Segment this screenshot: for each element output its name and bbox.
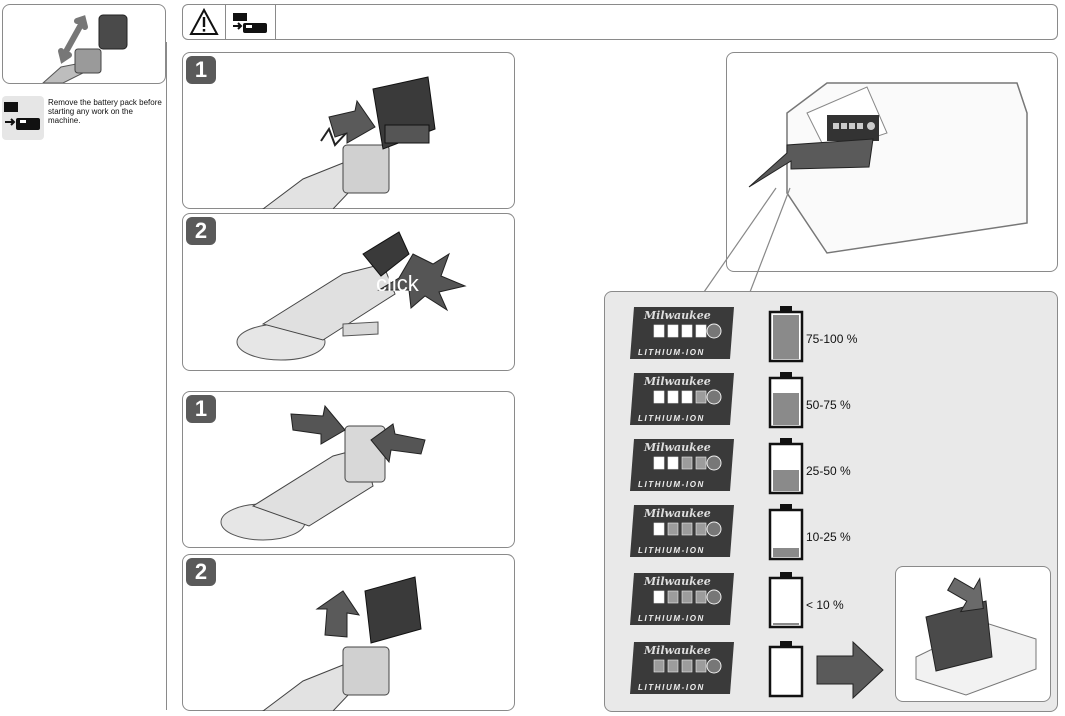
insert-battery-illustration xyxy=(262,76,436,209)
svg-text:Milwaukee: Milwaukee xyxy=(643,375,711,388)
led-off xyxy=(667,590,679,604)
svg-text:LITHIUM-ION: LITHIUM-ION xyxy=(638,614,705,623)
charge-level-label: 10-25 % xyxy=(806,530,851,544)
charger-illustration xyxy=(915,577,1037,696)
led-lit xyxy=(653,390,665,404)
battery-fill xyxy=(773,393,799,425)
battery-fill xyxy=(773,470,799,491)
step-number: 1 xyxy=(186,56,216,84)
battery-remove-icon xyxy=(2,96,44,140)
svg-text:LITHIUM-ION: LITHIUM-ION xyxy=(638,546,705,555)
charger-panel xyxy=(895,566,1051,702)
battery-remove-icon xyxy=(231,11,273,35)
led-off xyxy=(681,522,693,536)
callout-lines xyxy=(703,187,791,293)
svg-text:LITHIUM-ION: LITHIUM-ION xyxy=(638,348,705,357)
led-off xyxy=(695,659,707,673)
header-divider xyxy=(225,5,226,39)
fuel-gauge-button xyxy=(706,323,722,339)
led-off xyxy=(695,590,707,604)
svg-text:LITHIUM-ION: LITHIUM-ION xyxy=(638,414,705,423)
led-lit xyxy=(681,324,693,338)
led-off xyxy=(681,456,693,470)
warning-triangle-icon xyxy=(189,8,219,36)
remove-step-2-panel: 2 xyxy=(182,554,515,711)
svg-text:Milwaukee: Milwaukee xyxy=(643,441,711,454)
click-label: click xyxy=(376,271,419,296)
battery-level-icon xyxy=(768,503,804,561)
battery-level-icon xyxy=(768,371,804,429)
fuel-gauge-button xyxy=(706,389,722,405)
grinder-illustration xyxy=(236,231,467,361)
header-divider xyxy=(275,5,276,39)
battery-level-icon xyxy=(768,305,804,363)
svg-text:Milwaukee: Milwaukee xyxy=(643,507,711,520)
battery-fill xyxy=(773,548,799,557)
column-divider xyxy=(166,42,168,710)
remove-step-1-panel: 1 xyxy=(182,391,515,548)
led-off xyxy=(681,659,693,673)
led-off xyxy=(681,590,693,604)
battery-level-icon xyxy=(768,640,804,698)
svg-text:Milwaukee: Milwaukee xyxy=(643,644,711,657)
led-off xyxy=(695,456,707,470)
svg-text:Milwaukee: Milwaukee xyxy=(643,309,711,322)
battery-fuel-gauge-badge: Milwaukee LITHIUM-ION xyxy=(630,640,736,696)
svg-text:LITHIUM-ION: LITHIUM-ION xyxy=(638,683,705,692)
arrow-icon xyxy=(816,640,884,700)
charge-level-label: 50-75 % xyxy=(806,398,851,412)
battery-fuel-gauge-badge: Milwaukee LITHIUM-ION xyxy=(630,371,736,427)
led-lit xyxy=(695,324,707,338)
battery-swap-illustration xyxy=(42,14,128,83)
battery-fuel-gauge-badge: Milwaukee LITHIUM-ION xyxy=(630,305,736,361)
led-lit xyxy=(653,456,665,470)
charge-level-label: 25-50 % xyxy=(806,464,851,478)
led-lit xyxy=(667,390,679,404)
warning-note: Remove the battery pack before starting … xyxy=(2,96,166,142)
step-number: 1 xyxy=(186,395,216,423)
led-lit xyxy=(667,324,679,338)
led-off xyxy=(667,522,679,536)
header-bar xyxy=(182,4,1058,40)
battery-fuel-gauge-badge: Milwaukee LITHIUM-ION xyxy=(630,503,736,559)
battery-level-icon xyxy=(768,437,804,495)
remove-battery-illustration xyxy=(262,576,422,711)
led-off xyxy=(667,659,679,673)
battery-fuel-gauge-badge: Milwaukee LITHIUM-ION xyxy=(630,571,736,627)
insert-step-1-panel: 1 xyxy=(182,52,515,209)
step-number: 2 xyxy=(186,217,216,245)
warning-text: Remove the battery pack before starting … xyxy=(48,98,162,125)
led-lit xyxy=(653,590,665,604)
led-off xyxy=(695,522,707,536)
svg-text:LITHIUM-ION: LITHIUM-ION xyxy=(638,480,705,489)
battery-fuel-gauge-badge: Milwaukee LITHIUM-ION xyxy=(630,437,736,493)
led-lit xyxy=(653,522,665,536)
press-release-illustration xyxy=(220,404,426,541)
charge-level-label: 75-100 % xyxy=(806,332,858,346)
led-lit xyxy=(667,456,679,470)
led-lit xyxy=(653,324,665,338)
battery-pack-panel xyxy=(726,52,1058,272)
led-lit xyxy=(681,390,693,404)
led-off xyxy=(695,390,707,404)
insert-step-2-panel: 2 click xyxy=(182,213,515,371)
fuel-gauge-button xyxy=(706,589,722,605)
fuel-gauge-button xyxy=(706,455,722,471)
battery-level-icon xyxy=(768,571,804,629)
step-number: 2 xyxy=(186,558,216,586)
fuel-gauge-button xyxy=(706,658,722,674)
fuel-gauge-button xyxy=(706,521,722,537)
battery-fill xyxy=(773,623,799,625)
led-off xyxy=(653,659,665,673)
battery-pack-illustration xyxy=(748,82,1028,254)
battery-fill xyxy=(773,315,799,359)
svg-text:Milwaukee: Milwaukee xyxy=(643,575,711,588)
charge-level-label: < 10 % xyxy=(806,598,844,612)
top-left-image-box xyxy=(2,4,166,84)
